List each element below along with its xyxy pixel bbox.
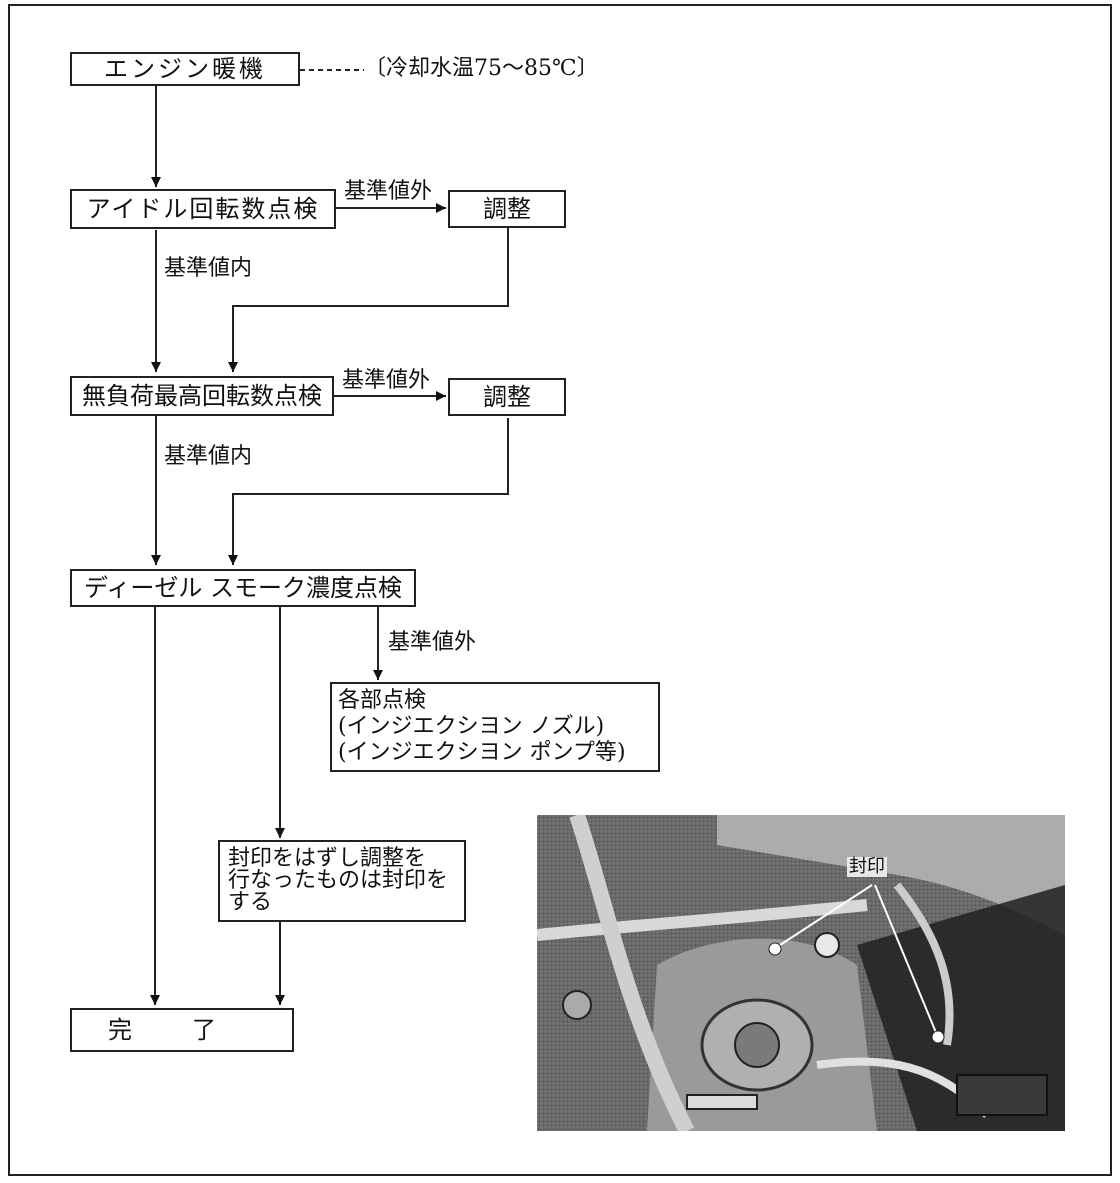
label-out-of-spec-2: 基準値外 xyxy=(342,370,430,392)
label-in-spec-1: 基準値内 xyxy=(164,258,252,280)
parts-check-title: 各部点検 xyxy=(338,690,426,712)
parts-check-line-2: (インジエクシヨン ポンプ等) xyxy=(338,742,626,764)
label-in-spec-2: 基準値内 xyxy=(164,446,252,468)
node-complete: 完 了 xyxy=(70,1008,294,1052)
injection-pump-photo: 封印 xyxy=(537,815,1065,1131)
parts-check-line-1: (インジエクシヨン ノズル) xyxy=(338,716,604,738)
node-parts-inspection: 各部点検 (インジエクシヨン ノズル) (インジエクシヨン ポンプ等) xyxy=(330,682,660,772)
node-smoke-density-check: ディーゼル スモーク濃度点検 xyxy=(70,569,416,607)
label-out-of-spec-1: 基準値外 xyxy=(344,181,432,203)
parts-check-item-pump: インジエクシヨン ポンプ等 xyxy=(347,740,617,765)
node-adjust-1: 調整 xyxy=(448,190,566,228)
node-engine-warmup: エンジン暖機 xyxy=(70,52,300,86)
warmup-temperature-note: 〔冷却水温75～85℃〕 xyxy=(364,58,599,80)
parts-check-item-nozzle: インジエクシヨン ノズル xyxy=(347,714,596,739)
node-adjust-2: 調整 xyxy=(448,378,566,416)
arrow-adjust1-return xyxy=(233,228,508,372)
seal-note-line-3: する xyxy=(228,892,272,914)
seal-note-line-2: 行なったものは封印を xyxy=(228,870,448,892)
label-out-of-spec-3: 基準値外 xyxy=(388,632,476,654)
node-max-speed-check: 無負荷最高回転数点検 xyxy=(70,376,334,416)
arrow-adjust2-return xyxy=(233,418,508,565)
seal-note-line-1: 封印をはずし調整を xyxy=(228,848,426,870)
photo-seal-label: 封印 xyxy=(847,857,887,877)
node-seal-note: 封印をはずし調整を 行なったものは封印を する xyxy=(218,840,466,922)
node-idle-speed-check: アイドル回転数点検 xyxy=(70,189,336,229)
